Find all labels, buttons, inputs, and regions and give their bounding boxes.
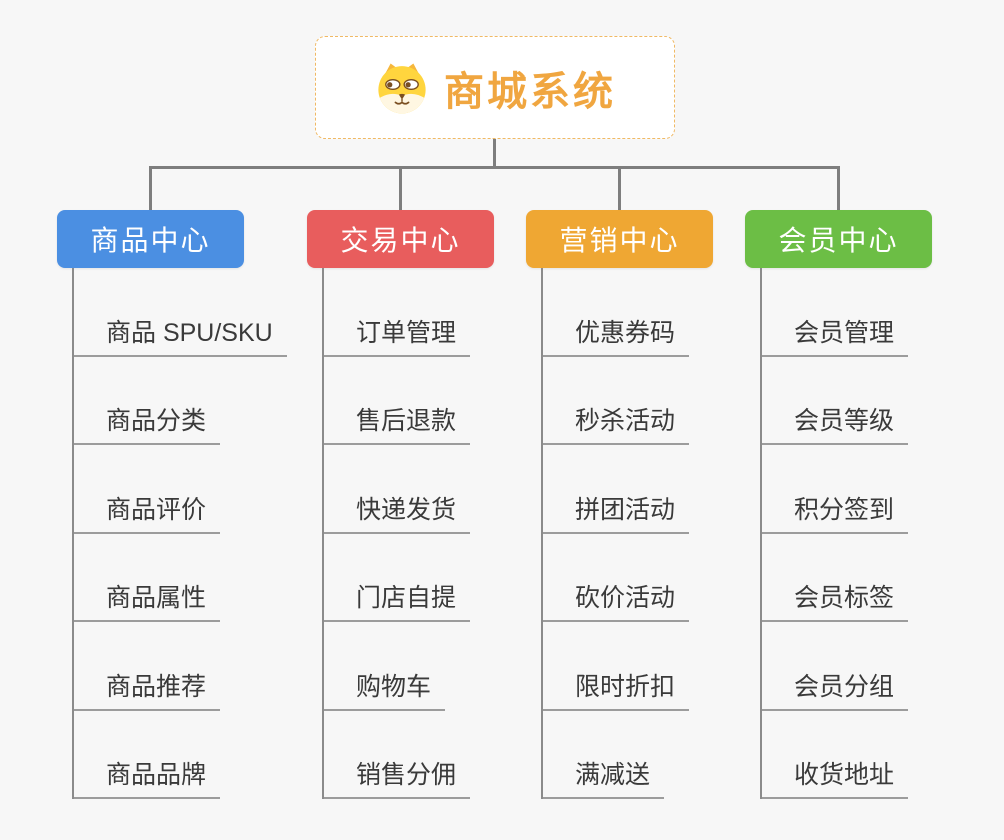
leaf-node-label[interactable]: 商品评价: [74, 490, 221, 534]
leaf-node: 商品 SPU/SKU: [74, 268, 287, 357]
leaf-node: 订单管理: [324, 268, 494, 357]
connector-drop-1: [149, 166, 152, 211]
branch-trade-items: 订单管理 售后退款 快递发货 门店自提 购物车 销售分佣: [322, 268, 494, 799]
leaf-node: 商品属性: [74, 534, 287, 622]
leaf-node-label[interactable]: 秒杀活动: [543, 401, 690, 445]
leaf-node: 秒杀活动: [543, 357, 713, 445]
dog-face-icon: [378, 63, 426, 113]
connector-drop-2: [399, 166, 402, 211]
leaf-node-label[interactable]: 拼团活动: [543, 490, 690, 534]
leaf-node: 商品品牌: [74, 711, 287, 799]
leaf-node-label[interactable]: 销售分佣: [324, 755, 471, 799]
leaf-node: 门店自提: [324, 534, 494, 622]
branch-member-items: 会员管理 会员等级 积分签到 会员标签 会员分组 收货地址: [760, 268, 932, 799]
leaf-node: 收货地址: [762, 711, 932, 799]
leaf-node-label[interactable]: 会员等级: [762, 401, 909, 445]
connector-horizontal-bus: [149, 166, 840, 169]
connector-drop-3: [618, 166, 621, 211]
leaf-node: 购物车: [324, 622, 494, 711]
connector-drop-4: [837, 166, 840, 211]
leaf-node-label[interactable]: 商品属性: [74, 578, 221, 622]
leaf-node: 售后退款: [324, 357, 494, 445]
leaf-node: 会员分组: [762, 622, 932, 711]
leaf-node: 限时折扣: [543, 622, 713, 711]
leaf-node-label[interactable]: 门店自提: [324, 578, 471, 622]
leaf-node: 积分签到: [762, 445, 932, 534]
root-node[interactable]: 商城系统: [315, 36, 675, 139]
leaf-node-label[interactable]: 收货地址: [762, 755, 909, 799]
branch-goods-items: 商品 SPU/SKU 商品分类 商品评价 商品属性 商品推荐 商品品牌: [72, 268, 287, 799]
leaf-node: 快递发货: [324, 445, 494, 534]
branch-marketing-items: 优惠券码 秒杀活动 拼团活动 砍价活动 限时折扣 满减送: [541, 268, 713, 799]
leaf-node: 会员标签: [762, 534, 932, 622]
leaf-node: 商品推荐: [74, 622, 287, 711]
leaf-node-label[interactable]: 商品分类: [74, 401, 221, 445]
root-title: 商城系统: [444, 69, 616, 114]
branch-goods-center: 商品中心 商品 SPU/SKU 商品分类 商品评价 商品属性 商品推荐 商品品牌: [57, 210, 287, 799]
leaf-node-label[interactable]: 限时折扣: [543, 667, 690, 711]
leaf-node-label[interactable]: 商品推荐: [74, 667, 221, 711]
leaf-node-label[interactable]: 售后退款: [324, 401, 471, 445]
leaf-node-label[interactable]: 购物车: [324, 667, 446, 711]
leaf-node: 商品评价: [74, 445, 287, 534]
leaf-node-label[interactable]: 优惠券码: [543, 313, 690, 357]
branch-node-member-center[interactable]: 会员中心: [745, 210, 932, 268]
branch-marketing-center: 营销中心 优惠券码 秒杀活动 拼团活动 砍价活动 限时折扣 满减送: [526, 210, 713, 799]
leaf-node: 砍价活动: [543, 534, 713, 622]
branch-trade-center: 交易中心 订单管理 售后退款 快递发货 门店自提 购物车 销售分佣: [307, 210, 494, 799]
leaf-node: 拼团活动: [543, 445, 713, 534]
leaf-node-label[interactable]: 积分签到: [762, 490, 909, 534]
leaf-node: 商品分类: [74, 357, 287, 445]
leaf-node: 销售分佣: [324, 711, 494, 799]
branch-node-goods-center[interactable]: 商品中心: [57, 210, 244, 268]
leaf-node-label[interactable]: 快递发货: [324, 490, 471, 534]
leaf-node: 会员等级: [762, 357, 932, 445]
leaf-node-label[interactable]: 砍价活动: [543, 578, 690, 622]
leaf-node-label[interactable]: 满减送: [543, 755, 665, 799]
branch-node-trade-center[interactable]: 交易中心: [307, 210, 494, 268]
leaf-node-label[interactable]: 会员分组: [762, 667, 909, 711]
leaf-node: 满减送: [543, 711, 713, 799]
branch-member-center: 会员中心 会员管理 会员等级 积分签到 会员标签 会员分组 收货地址: [745, 210, 932, 799]
leaf-node: 会员管理: [762, 268, 932, 357]
leaf-node-label[interactable]: 会员标签: [762, 578, 909, 622]
leaf-node: 优惠券码: [543, 268, 713, 357]
leaf-node-label[interactable]: 会员管理: [762, 313, 909, 357]
branch-node-marketing-center[interactable]: 营销中心: [526, 210, 713, 268]
leaf-node-label[interactable]: 商品 SPU/SKU: [74, 313, 287, 357]
connector-root-stub: [493, 139, 496, 168]
leaf-node-label[interactable]: 商品品牌: [74, 755, 221, 799]
leaf-node-label[interactable]: 订单管理: [324, 313, 471, 357]
